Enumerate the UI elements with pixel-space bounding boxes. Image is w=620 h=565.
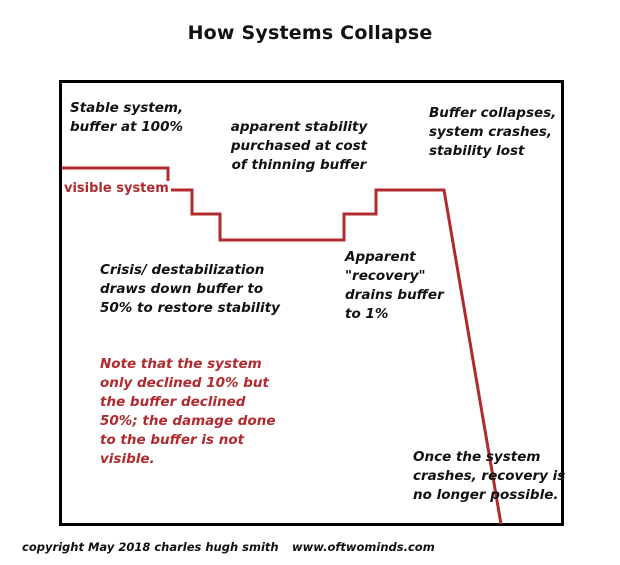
crisis-note: Crisis/ destabilization draws down buffe… — [100, 262, 280, 316]
copyright-text: copyright May 2018 charles hugh smith — [22, 540, 279, 554]
diagram-title: How Systems Collapse — [187, 22, 433, 44]
website-text: www.oftwominds.com — [292, 540, 435, 554]
no-recovery-note: Once the system crashes, recovery is no … — [413, 449, 566, 503]
visible-system-label: visible system — [64, 181, 171, 196]
apparent-stability-note: apparent stability purchased at cost of … — [230, 119, 368, 173]
stable-system-note: Stable system, buffer at 100% — [70, 100, 184, 135]
buffer-collapses-note: Buffer collapses, system crashes, stabil… — [429, 105, 557, 159]
buffer-damage-note: Note that the system only declined 10% b… — [100, 356, 276, 467]
recovery-note: Apparent "recovery" drains buffer to 1% — [345, 249, 444, 322]
diagram-frame — [59, 80, 564, 526]
